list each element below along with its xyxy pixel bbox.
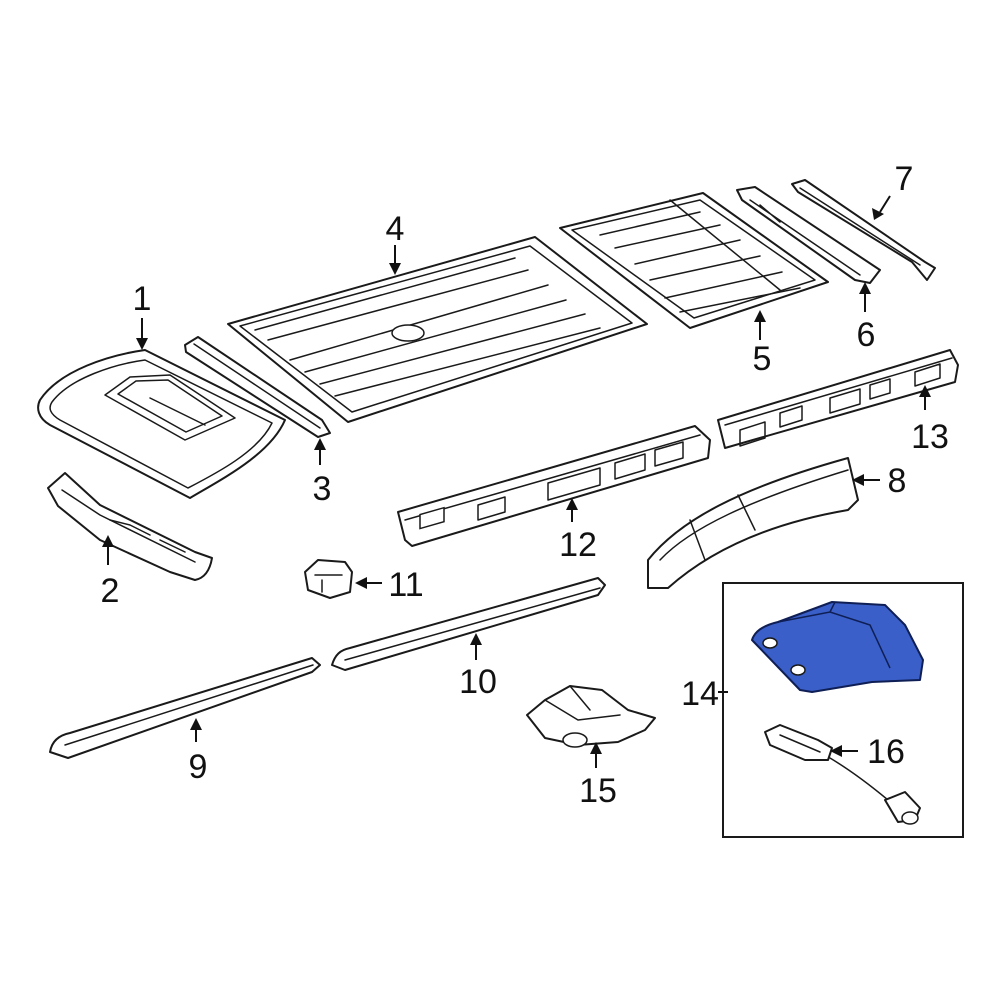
callout-3: 3 (313, 470, 332, 508)
part-15-mounting-bracket (526, 685, 656, 748)
part-7-rear-header (791, 179, 936, 281)
part-8-rear-side-panel (647, 457, 859, 589)
part-9-front-side-molding (49, 657, 321, 759)
part-5-roof-panel-rear (559, 192, 829, 329)
part-2-front-header (47, 472, 213, 581)
callout-9: 9 (189, 748, 208, 786)
callout-11: 11 (388, 566, 423, 604)
part-6-rear-bow (736, 186, 881, 284)
callout-6: 6 (857, 316, 876, 354)
callout-4: 4 (386, 210, 405, 248)
callout-16: 16 (867, 733, 905, 771)
callout-12: 12 (559, 526, 597, 564)
callout-14: 14 (681, 675, 719, 713)
callout-5: 5 (753, 340, 772, 378)
part-10-rear-side-molding (331, 577, 606, 671)
callout-1: 1 (133, 280, 152, 318)
callout-2: 2 (101, 572, 120, 610)
part-3-front-rail-strip (184, 336, 331, 438)
callout-arrows (102, 195, 931, 768)
part-12-side-reinforcement (397, 425, 711, 547)
part-1-roof-panel-front (37, 349, 286, 499)
part-16-harness (764, 724, 921, 825)
callout-7: 7 (895, 160, 914, 198)
callout-8: 8 (888, 462, 907, 500)
part-13-rear-reinforcement (717, 349, 959, 449)
part-11-bracket (304, 559, 353, 599)
part-14-highlighted-panel (751, 601, 924, 693)
callout-15: 15 (579, 772, 617, 810)
part-14-detail-box (722, 582, 964, 838)
callout-10: 10 (459, 663, 497, 701)
part-4-roof-panel-main (227, 236, 648, 423)
callout-13: 13 (911, 418, 949, 456)
